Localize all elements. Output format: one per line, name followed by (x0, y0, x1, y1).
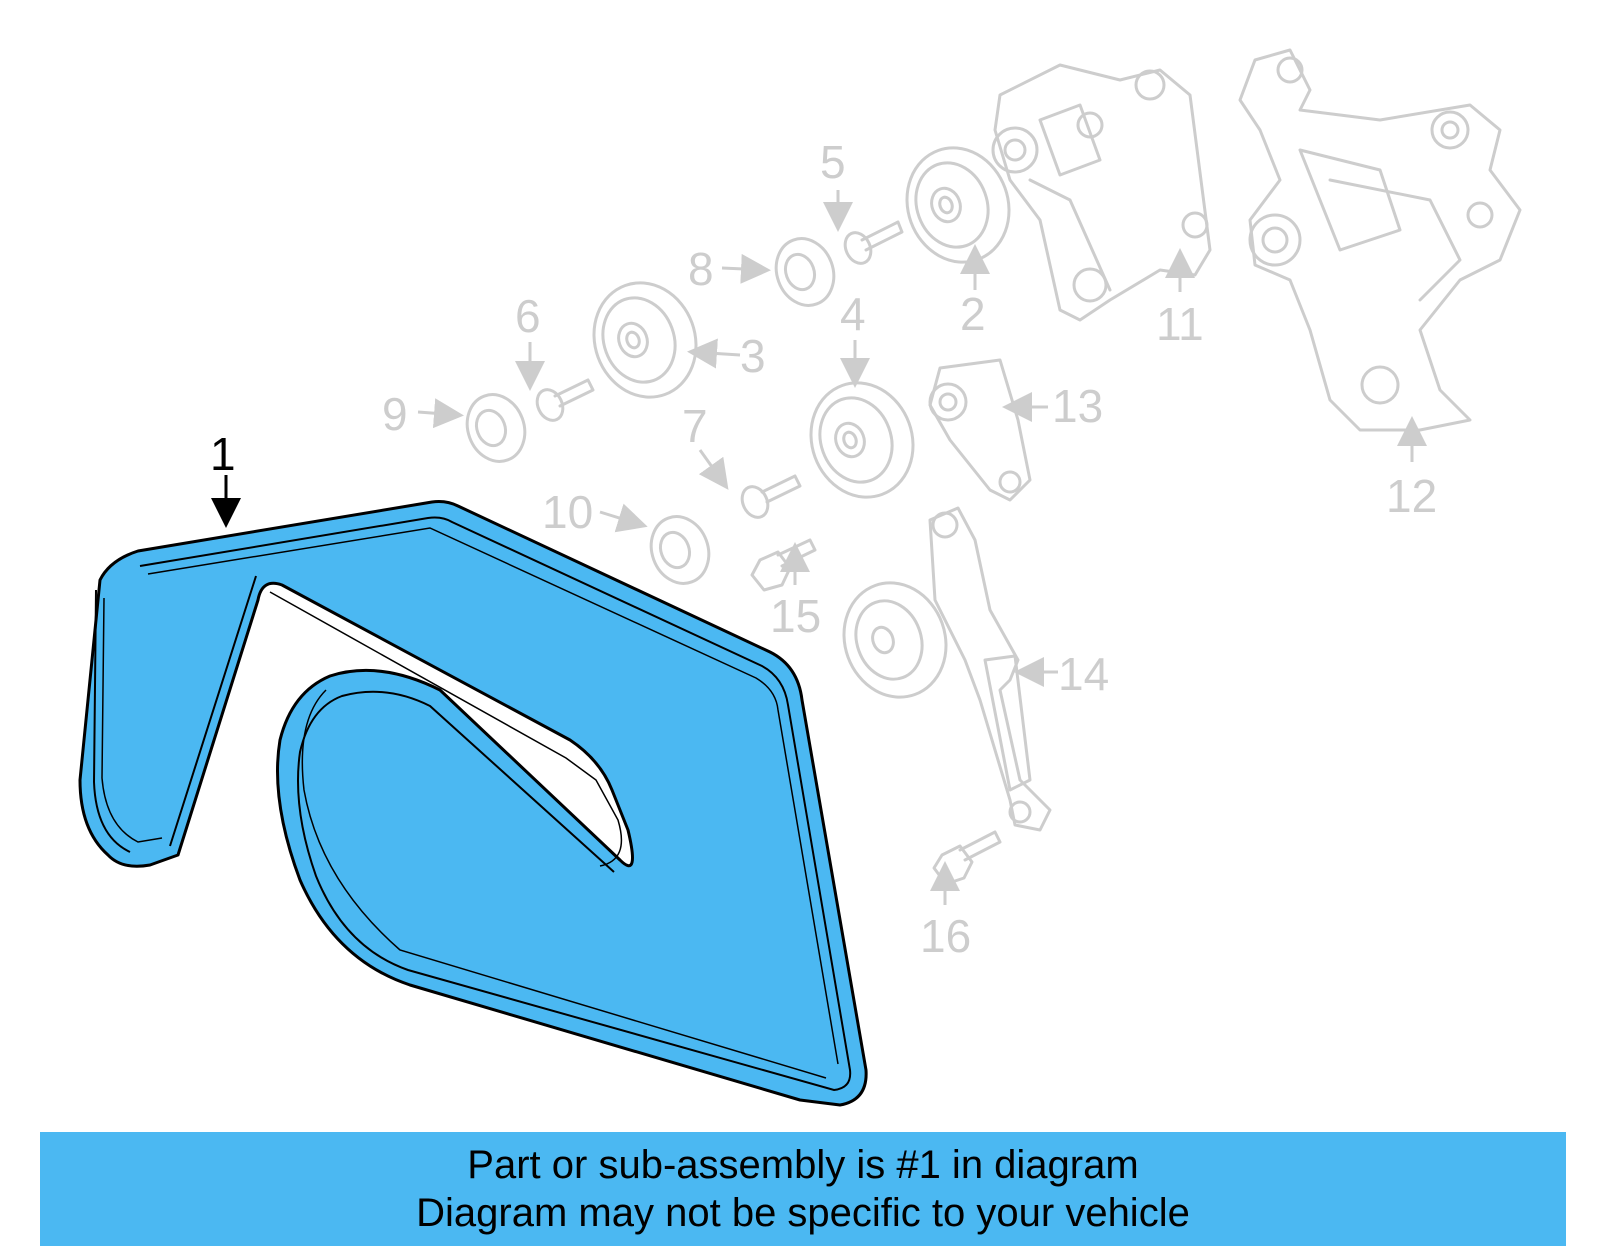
callout-10: 10 (542, 486, 593, 538)
callout-5: 5 (820, 136, 846, 188)
cap-part-8 (774, 237, 836, 307)
bracket-part-12 (1238, 48, 1522, 432)
bracket-part-13 (928, 358, 1032, 502)
bolt-part-5 (843, 220, 904, 265)
cap-part-10 (649, 515, 711, 585)
callout-9: 9 (382, 388, 408, 440)
bracket-part-11 (991, 63, 1212, 322)
tensioner-part-14 (842, 506, 1052, 832)
callout-15: 15 (770, 590, 821, 642)
banner-line-2: Diagram may not be specific to your vehi… (416, 1191, 1190, 1235)
pulley-part-3 (592, 281, 698, 399)
cap-part-9 (465, 393, 527, 463)
callout-12: 12 (1386, 470, 1437, 522)
callout-3: 3 (740, 330, 766, 382)
bolt-part-6 (535, 378, 595, 422)
callout-6: 6 (515, 290, 541, 342)
bolt-part-7 (740, 474, 802, 519)
callout-2: 2 (960, 288, 986, 340)
callout-4: 4 (840, 288, 866, 340)
callout-8: 8 (688, 243, 714, 295)
banner-line-1: Part or sub-assembly is #1 in diagram (467, 1143, 1139, 1187)
callout-14: 14 (1058, 648, 1109, 700)
drive-belt-part-1 (78, 500, 868, 1107)
bolt-part-15 (750, 538, 817, 592)
callout-7: 7 (682, 400, 708, 452)
callout-arrows (211, 190, 1427, 905)
callout-1: 1 (210, 428, 236, 480)
callout-11: 11 (1156, 298, 1204, 350)
pulley-part-4 (809, 381, 915, 499)
info-banner: Part or sub-assembly is #1 in diagram Di… (40, 1132, 1566, 1246)
callout-13: 13 (1052, 380, 1103, 432)
callout-16: 16 (920, 910, 971, 962)
